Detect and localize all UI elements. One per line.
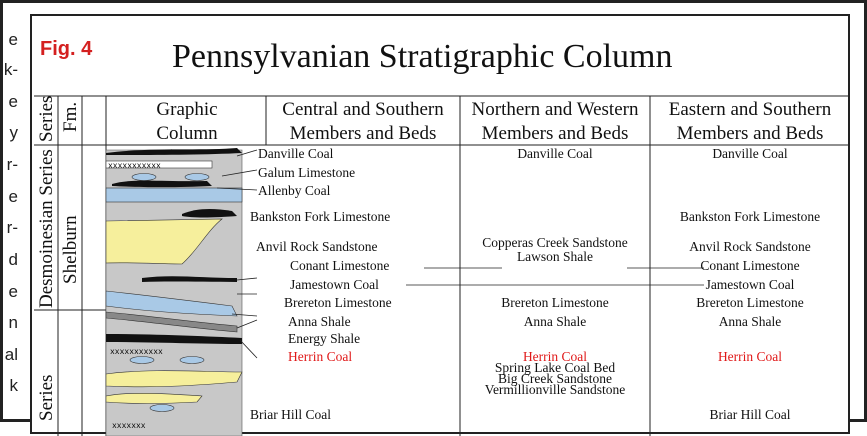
- cropped-text-line: al: [4, 345, 18, 364]
- eastern-unit: Anvil Rock Sandstone: [689, 239, 811, 254]
- svg-text:xxxxxxxxxxx: xxxxxxxxxxx: [110, 348, 163, 357]
- header-fm: Fm.: [60, 101, 81, 132]
- central-unit: Anvil Rock Sandstone: [256, 239, 378, 254]
- central-unit: Conant Limestone: [290, 258, 390, 273]
- graphic-column: xxxxxxxxxxx xxxxxxxxxxx xxxxxxx: [105, 148, 243, 436]
- northern-unit: Big Creek Sandstone: [498, 371, 612, 386]
- cropped-text-line: e: [8, 282, 18, 301]
- svg-text:xxxxxxx: xxxxxxx: [112, 422, 146, 431]
- eastern-unit: Jamestown Coal: [705, 277, 795, 292]
- cropped-text-line: e: [8, 92, 18, 111]
- cropped-text-line: k-: [3, 60, 18, 79]
- cropped-text-line: e: [8, 30, 18, 49]
- northern-unit: Spring Lake Coal Bed: [494, 360, 616, 375]
- figure-title: Pennsylvanian Stratigraphic Column: [172, 38, 673, 75]
- cropped-text-line: d: [8, 250, 18, 269]
- cropped-text-line: k: [9, 376, 19, 395]
- central-unit: Danville Coal: [258, 146, 334, 161]
- cropped-text-line: r-: [6, 155, 18, 174]
- central-unit: Briar Hill Coal: [250, 407, 331, 422]
- eastern-unit: Bankston Fork Limestone: [679, 209, 821, 224]
- central-unit: Jamestown Coal: [290, 277, 379, 292]
- central-unit: Energy Shale: [288, 331, 361, 346]
- stratigraphic-figure: Fig. 4 Pennsylvanian Stratigraphic Colum…: [30, 14, 850, 436]
- cropped-text-line: r-: [6, 218, 18, 237]
- series-desmoinesian: Desmoinesian Series: [36, 149, 57, 308]
- eastern-unit: Brereton Limestone: [696, 295, 804, 310]
- northern-unit: Vermillionville Sandstone: [484, 382, 626, 397]
- cropped-text-line: y: [9, 123, 19, 142]
- central-unit: Bankston Fork Limestone: [250, 209, 391, 224]
- eastern-unit: Anna Shale: [718, 314, 782, 329]
- central-unit: Allenby Coal: [258, 183, 331, 198]
- northern-unit: Copperas Creek Sandstone: [482, 235, 628, 250]
- figure-label: Fig. 4: [40, 38, 93, 60]
- northern-unit: Brereton Limestone: [501, 295, 609, 310]
- central-unit: Galum Limestone: [258, 165, 356, 180]
- eastern-unit: Briar Hill Coal: [709, 407, 791, 422]
- northern-unit: Lawson Shale: [516, 249, 594, 264]
- series-lower: Series: [36, 374, 57, 421]
- eastern-unit: Danville Coal: [712, 146, 788, 161]
- central-unit-herrin: Herrin Coal: [288, 349, 353, 364]
- svg-text:xxxxxxxxxxx: xxxxxxxxxxx: [108, 162, 161, 171]
- eastern-unit-herrin: Herrin Coal: [717, 349, 783, 364]
- cropped-text-line: e: [8, 187, 18, 206]
- central-unit: Anna Shale: [288, 314, 351, 329]
- column-grid: xxxxxxxxxxx xxxxxxxxxxx xxxxxxx: [34, 95, 850, 436]
- cropped-text-column: e k- e y r- e r- d e n al k: [0, 0, 24, 422]
- cropped-text-line: n: [8, 313, 18, 332]
- central-unit: Brereton Limestone: [284, 295, 392, 310]
- header-series: Series: [36, 95, 57, 142]
- formation-shelburn: Shelburn: [60, 215, 81, 284]
- northern-unit-herrin: Herrin Coal: [522, 349, 588, 364]
- northern-unit: Anna Shale: [523, 314, 587, 329]
- eastern-unit: Conant Limestone: [700, 258, 800, 273]
- northern-unit: Danville Coal: [517, 146, 593, 161]
